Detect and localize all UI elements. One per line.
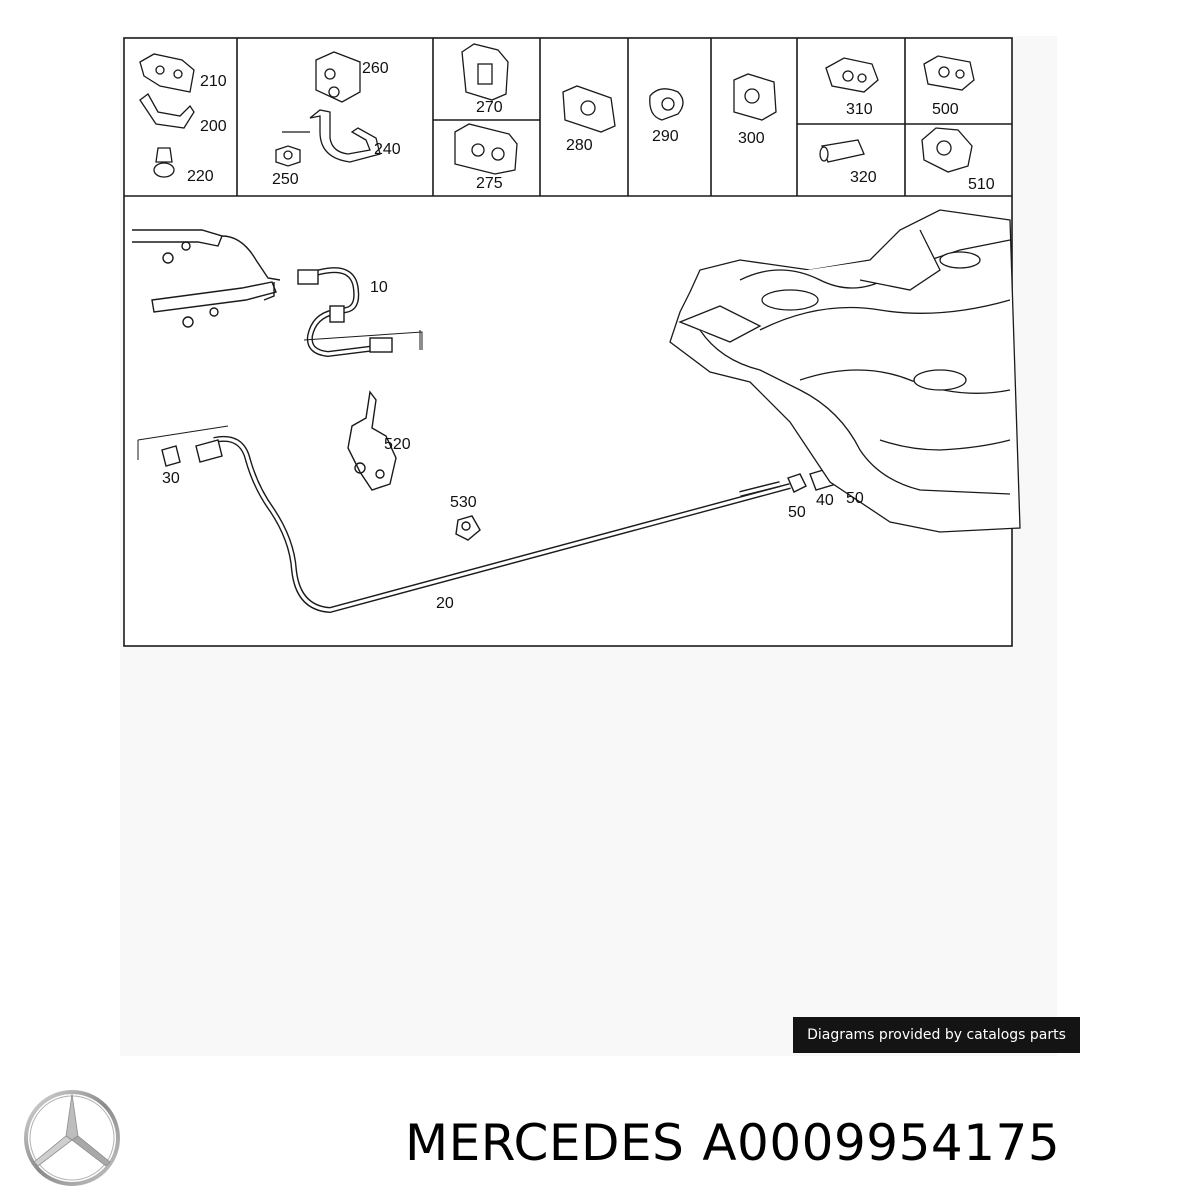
callout-320: 320 — [850, 169, 877, 186]
callout-210: 210 — [200, 73, 227, 90]
part-number: A0009954175 — [702, 1114, 1061, 1172]
clip-530-icon — [455, 515, 481, 541]
callout-200: 200 — [200, 118, 227, 135]
fuel-line-sketches — [132, 229, 863, 614]
clamp-50a-icon — [787, 473, 807, 493]
callout-260: 260 — [362, 60, 389, 77]
callout-10: 10 — [370, 279, 388, 296]
clip-260-icon — [315, 51, 361, 103]
parts-diagram: 210 200 220 260 240 250 270 275 280 290 … — [123, 37, 1021, 647]
part-title: MERCEDES A0009954175 — [405, 1108, 1060, 1178]
callout-500: 500 — [932, 101, 959, 118]
callout-300: 300 — [738, 130, 765, 147]
callout-220: 220 — [187, 168, 214, 185]
fastener-220-icon — [155, 147, 173, 163]
callout-530: 530 — [450, 494, 477, 511]
fuel-tank-sketch — [669, 209, 1021, 533]
bracket-520-icon — [347, 390, 397, 491]
connector-30-icon — [161, 445, 181, 467]
callout-275: 275 — [476, 175, 503, 192]
callout-520: 520 — [384, 436, 411, 453]
credit-text: Diagrams provided by catalogs parts — [807, 1027, 1066, 1043]
clip-parts-sketches — [139, 43, 975, 178]
callout-240: 240 — [374, 141, 401, 158]
callout-20: 20 — [436, 595, 454, 612]
callout-280: 280 — [566, 137, 593, 154]
brand-name: MERCEDES — [405, 1114, 685, 1172]
diagram-credit-banner: Diagrams provided by catalogs parts — [793, 1017, 1080, 1053]
callout-250: 250 — [272, 171, 299, 188]
callout-50-left: 50 — [788, 504, 806, 521]
mercedes-star-icon — [24, 1090, 120, 1186]
callout-50-right: 50 — [846, 490, 864, 507]
fuel-rail-lower — [151, 281, 277, 313]
callout-510: 510 — [968, 176, 995, 193]
clip-275-icon — [454, 123, 518, 175]
callout-290: 290 — [652, 128, 679, 145]
bracket-240-icon — [309, 109, 381, 163]
clip-210-icon — [139, 53, 195, 93]
clip-200-icon — [139, 93, 195, 129]
callout-310: 310 — [846, 101, 873, 118]
callout-40: 40 — [816, 492, 834, 509]
callout-270: 270 — [476, 99, 503, 116]
callout-30: 30 — [162, 470, 180, 487]
